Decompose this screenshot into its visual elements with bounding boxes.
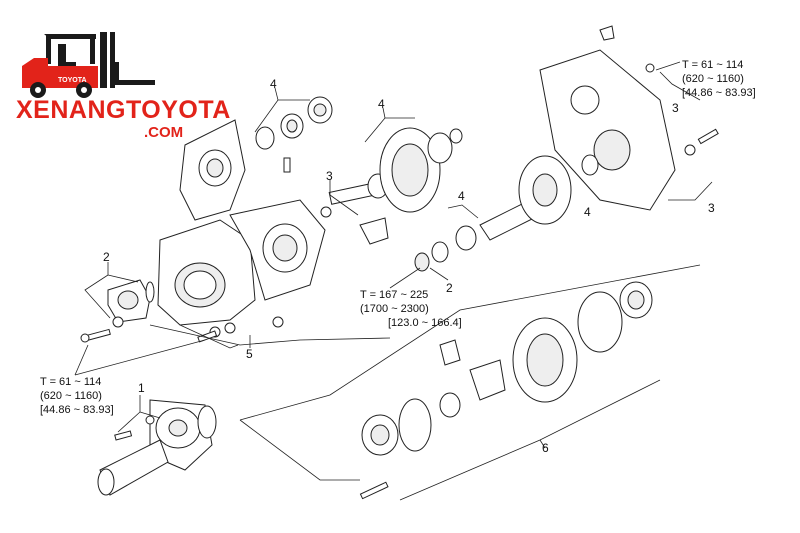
svg-text:(1700 ~ 2300): (1700 ~ 2300) xyxy=(360,303,429,315)
callout-5: 5 xyxy=(246,347,253,361)
svg-text:(620 ~ 1160): (620 ~ 1160) xyxy=(40,390,102,402)
part-axle-hub xyxy=(97,399,217,496)
svg-text:(620 ~ 1160): (620 ~ 1160) xyxy=(682,73,744,85)
svg-text:T = 61 ~ 114: T = 61 ~ 114 xyxy=(682,59,743,71)
svg-text:[44.86 ~ 83.93]: [44.86 ~ 83.93] xyxy=(40,404,114,416)
torque-spec-top-right: T = 61 ~ 114 (620 ~ 1160) [44.86 ~ 83.93… xyxy=(682,59,756,99)
brand-name: XENANGTOYOTA xyxy=(16,96,231,124)
callout-4-top-left: 4 xyxy=(270,77,277,91)
brand-domain: .COM xyxy=(144,124,184,141)
callout-6: 6 xyxy=(542,441,549,455)
callout-4-right: 4 xyxy=(584,205,591,219)
part-shaft-3 xyxy=(320,173,389,245)
torque-spec-center: T = 167 ~ 225 (1700 ~ 2300) [123.0 ~ 166… xyxy=(360,289,462,329)
svg-text:T = 61 ~ 114: T = 61 ~ 114 xyxy=(40,376,101,388)
svg-text:[123.0 ~ 166.4]: [123.0 ~ 166.4] xyxy=(388,317,462,329)
callout-3-top-right: 3 xyxy=(672,101,679,115)
callout-4-center: 4 xyxy=(458,189,465,203)
part-differential-6 xyxy=(359,281,653,500)
callout-4-top-center: 4 xyxy=(378,97,385,111)
part-cover-housing xyxy=(539,25,719,211)
part-main-housing xyxy=(157,119,326,343)
part-gear-ring-4b xyxy=(379,127,463,213)
forklift-logo: TOYOTA xyxy=(22,32,155,98)
callout-2-left: 2 xyxy=(103,250,110,264)
svg-text:[44.86 ~ 83.93]: [44.86 ~ 83.93] xyxy=(682,87,756,99)
part-bracket-2 xyxy=(80,279,155,343)
callout-1: 1 xyxy=(138,381,145,395)
callout-3-right: 3 xyxy=(708,201,715,215)
svg-text:T = 167 ~ 225: T = 167 ~ 225 xyxy=(360,289,428,301)
part-pinion-4c xyxy=(414,155,572,272)
logo-badge-text: TOYOTA xyxy=(58,77,87,84)
forklift-icon xyxy=(22,32,155,98)
part-bearing-set-4a xyxy=(255,96,333,173)
torque-spec-left: T = 61 ~ 114 (620 ~ 1160) [44.86 ~ 83.93… xyxy=(40,376,114,416)
callout-2-center: 2 xyxy=(446,281,453,295)
callout-3-center: 3 xyxy=(326,169,333,183)
